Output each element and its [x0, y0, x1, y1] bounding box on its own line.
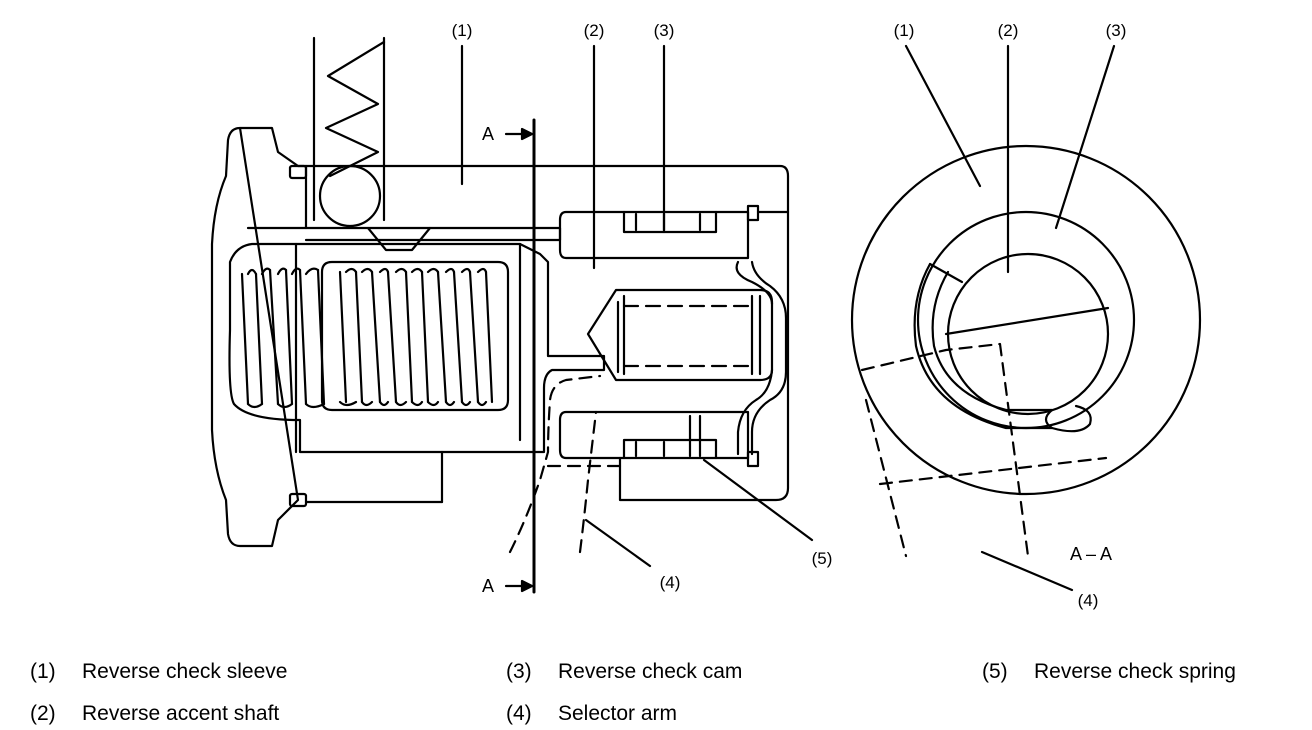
- callout-1-right: (1): [894, 21, 915, 40]
- callout-4-left: (4): [660, 573, 681, 592]
- callout-1-left: (1): [452, 21, 473, 40]
- legend-label: Reverse check spring: [1034, 660, 1236, 683]
- legend-num: (1): [30, 660, 56, 683]
- legend-num: (4): [506, 702, 532, 725]
- legend-num: (5): [982, 660, 1008, 683]
- outer-sleeve-circle: [850, 144, 1202, 496]
- legend-num: (3): [506, 660, 532, 683]
- coil-spring: [240, 260, 510, 412]
- reverse-check-diagram: (1) (2) (3) (4) (5) (1) (2) (3) (4) A A …: [210, 21, 1202, 610]
- detent-ball: [318, 164, 382, 228]
- legend-label: Reverse check cam: [558, 660, 743, 683]
- detent-spring: [324, 40, 386, 178]
- spring-ring: [913, 262, 1054, 430]
- section-mark-bottom: A: [482, 576, 494, 596]
- section-view-label: A – A: [1070, 544, 1112, 564]
- callout-3-left: (3): [654, 21, 675, 40]
- side-section-view: [210, 36, 814, 594]
- legend-item-3: (3) Reverse check cam: [506, 660, 742, 684]
- callout-3-right: (3): [1106, 21, 1127, 40]
- cam-lower: [558, 410, 750, 460]
- shaft-circle: [946, 252, 1110, 416]
- callout-4-right: (4): [1078, 591, 1099, 610]
- housing-outline: [210, 126, 790, 548]
- section-a-a-view: [850, 44, 1202, 592]
- legend-item-5: (5) Reverse check spring: [982, 660, 1236, 684]
- legend-label: Reverse accent shaft: [82, 702, 280, 725]
- legend-num: (2): [30, 702, 56, 725]
- selector-arm-outline: [508, 374, 602, 554]
- callout-2-right: (2): [998, 21, 1019, 40]
- shaft-body: [228, 242, 606, 454]
- legend-item-2: (2) Reverse accent shaft: [30, 702, 279, 726]
- legend-label: Selector arm: [558, 702, 678, 725]
- legend: (1) Reverse check sleeve (2) Reverse accen…: [0, 654, 1312, 730]
- legend-item-1: (1) Reverse check sleeve: [30, 660, 287, 684]
- callout-2-left: (2): [584, 21, 605, 40]
- callout-5-left: (5): [812, 549, 833, 568]
- legend-item-4: (4) Selector arm: [506, 702, 677, 726]
- section-mark-top: A: [482, 124, 494, 144]
- legend-label: Reverse check sleeve: [82, 660, 288, 683]
- cam-circle: [916, 210, 1136, 430]
- o-ring-bottom: [288, 492, 308, 508]
- o-ring-top: [288, 164, 308, 180]
- cam-upper: [558, 210, 750, 260]
